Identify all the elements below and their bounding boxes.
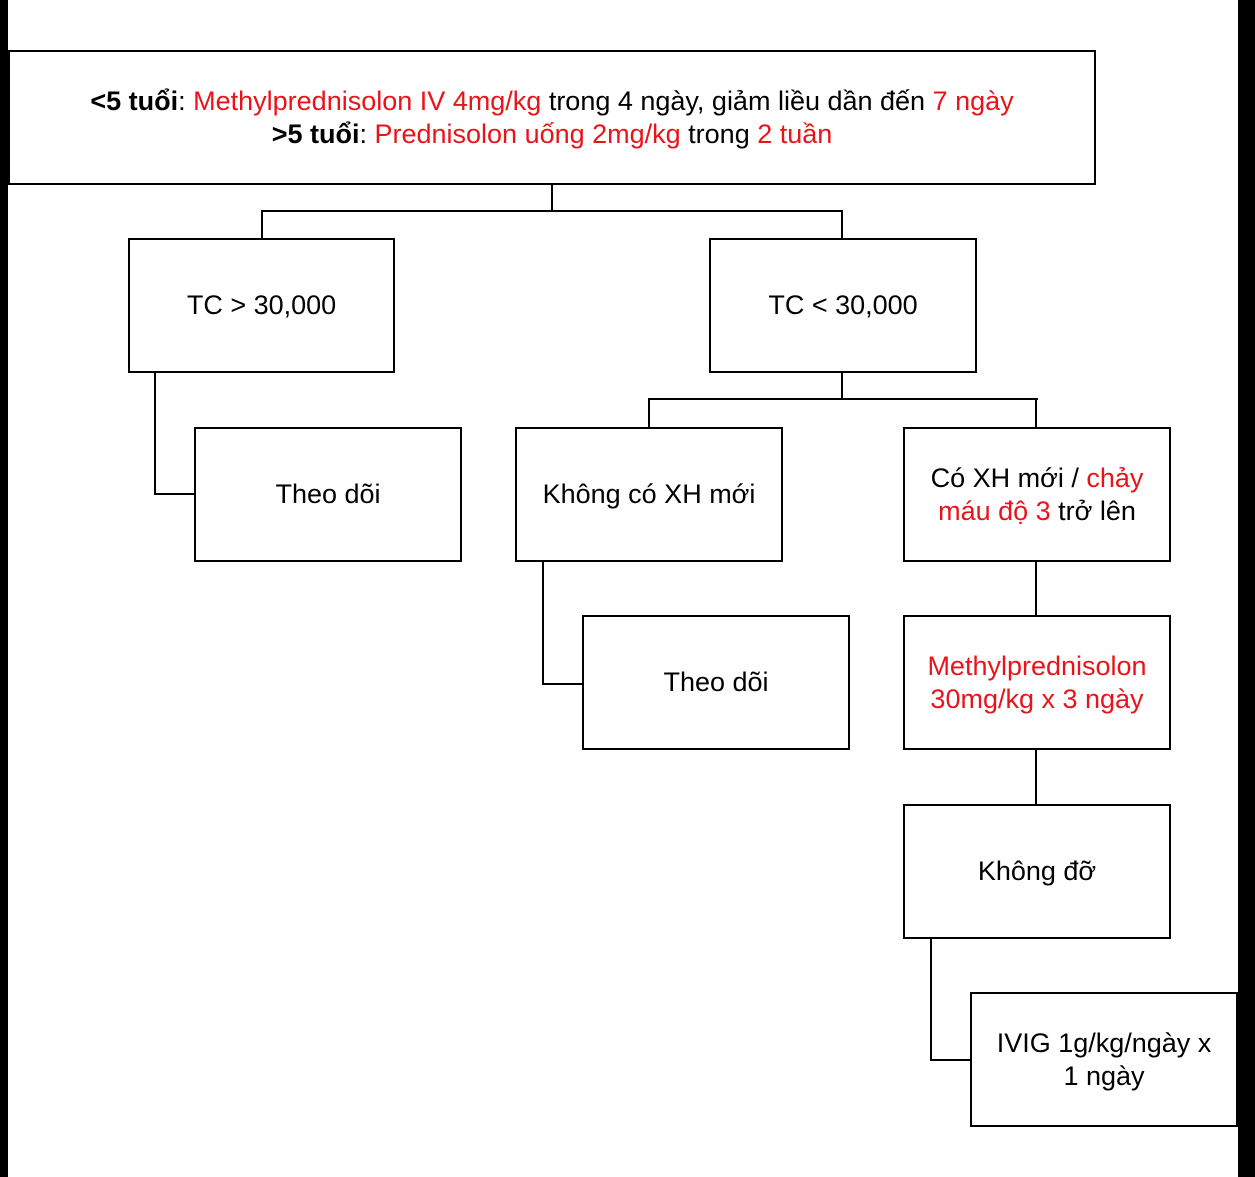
connector <box>648 398 1038 400</box>
colon: : <box>178 85 194 116</box>
colon: : <box>359 118 375 149</box>
new-bleed-text: Có XH mới / <box>930 462 1087 493</box>
drug-oral: Prednisolon uống 2mg/kg <box>374 118 681 149</box>
connector <box>930 1059 971 1061</box>
connector <box>154 371 156 495</box>
age-under-5: <5 tuổi <box>90 85 179 116</box>
connector <box>841 210 843 239</box>
no-response-box: Không đỡ <box>903 804 1171 939</box>
methylpred-pulse-box: Methylprednisolon 30mg/kg x 3 ngày <box>903 615 1171 750</box>
new-bleed-box: Có XH mới / chảy máu độ 3 trở lên <box>903 427 1171 562</box>
methylpred-drug: Methylprednisolon <box>927 650 1147 681</box>
connector <box>930 937 932 1061</box>
ivig-dose: IVIG 1g/kg/ngày x <box>996 1027 1212 1058</box>
connector <box>542 560 544 685</box>
connector <box>261 210 263 239</box>
age-over-5: >5 tuổi <box>271 118 360 149</box>
no-new-bleed-box: Không có XH mới <box>515 427 783 562</box>
connector <box>841 371 843 400</box>
flowchart-canvas: <5 tuổi: Methylprednisolon IV 4mg/kg tro… <box>8 0 1238 1177</box>
tc-high-box: TC > 30,000 <box>128 238 395 373</box>
connector <box>154 493 195 495</box>
new-bleed-suffix: trở lên <box>1050 495 1136 526</box>
under-5-line: <5 tuổi: Methylprednisolon IV 4mg/kg tro… <box>90 85 1013 118</box>
connector <box>542 683 583 685</box>
ivig-box: IVIG 1g/kg/ngày x 1 ngày <box>970 992 1238 1127</box>
connector <box>551 183 553 212</box>
duration-text: trong 4 ngày, giảm liều dần đến <box>541 85 933 116</box>
methylpred-dose: 30mg/kg x 3 ngày <box>930 683 1144 714</box>
monitor-box-1: Theo dõi <box>194 427 462 562</box>
connector <box>1035 748 1037 805</box>
ivig-duration: 1 ngày <box>1063 1060 1145 1091</box>
duration-text: trong <box>680 118 758 149</box>
bleed-grade-text: chảy máu độ 3 <box>938 462 1144 526</box>
drug-iv: Methylprednisolon IV 4mg/kg <box>193 85 542 116</box>
tc-low-box: TC < 30,000 <box>709 238 977 373</box>
duration-end: 2 tuần <box>757 118 833 149</box>
connector <box>1035 398 1037 428</box>
initial-treatment-box: <5 tuổi: Methylprednisolon IV 4mg/kg tro… <box>8 50 1096 185</box>
connector <box>261 210 843 212</box>
connector <box>1035 560 1037 616</box>
connector <box>648 398 650 428</box>
duration-end: 7 ngày <box>932 85 1014 116</box>
over-5-line: >5 tuổi: Prednisolon uống 2mg/kg trong 2… <box>272 118 833 151</box>
monitor-box-2: Theo dõi <box>582 615 850 750</box>
